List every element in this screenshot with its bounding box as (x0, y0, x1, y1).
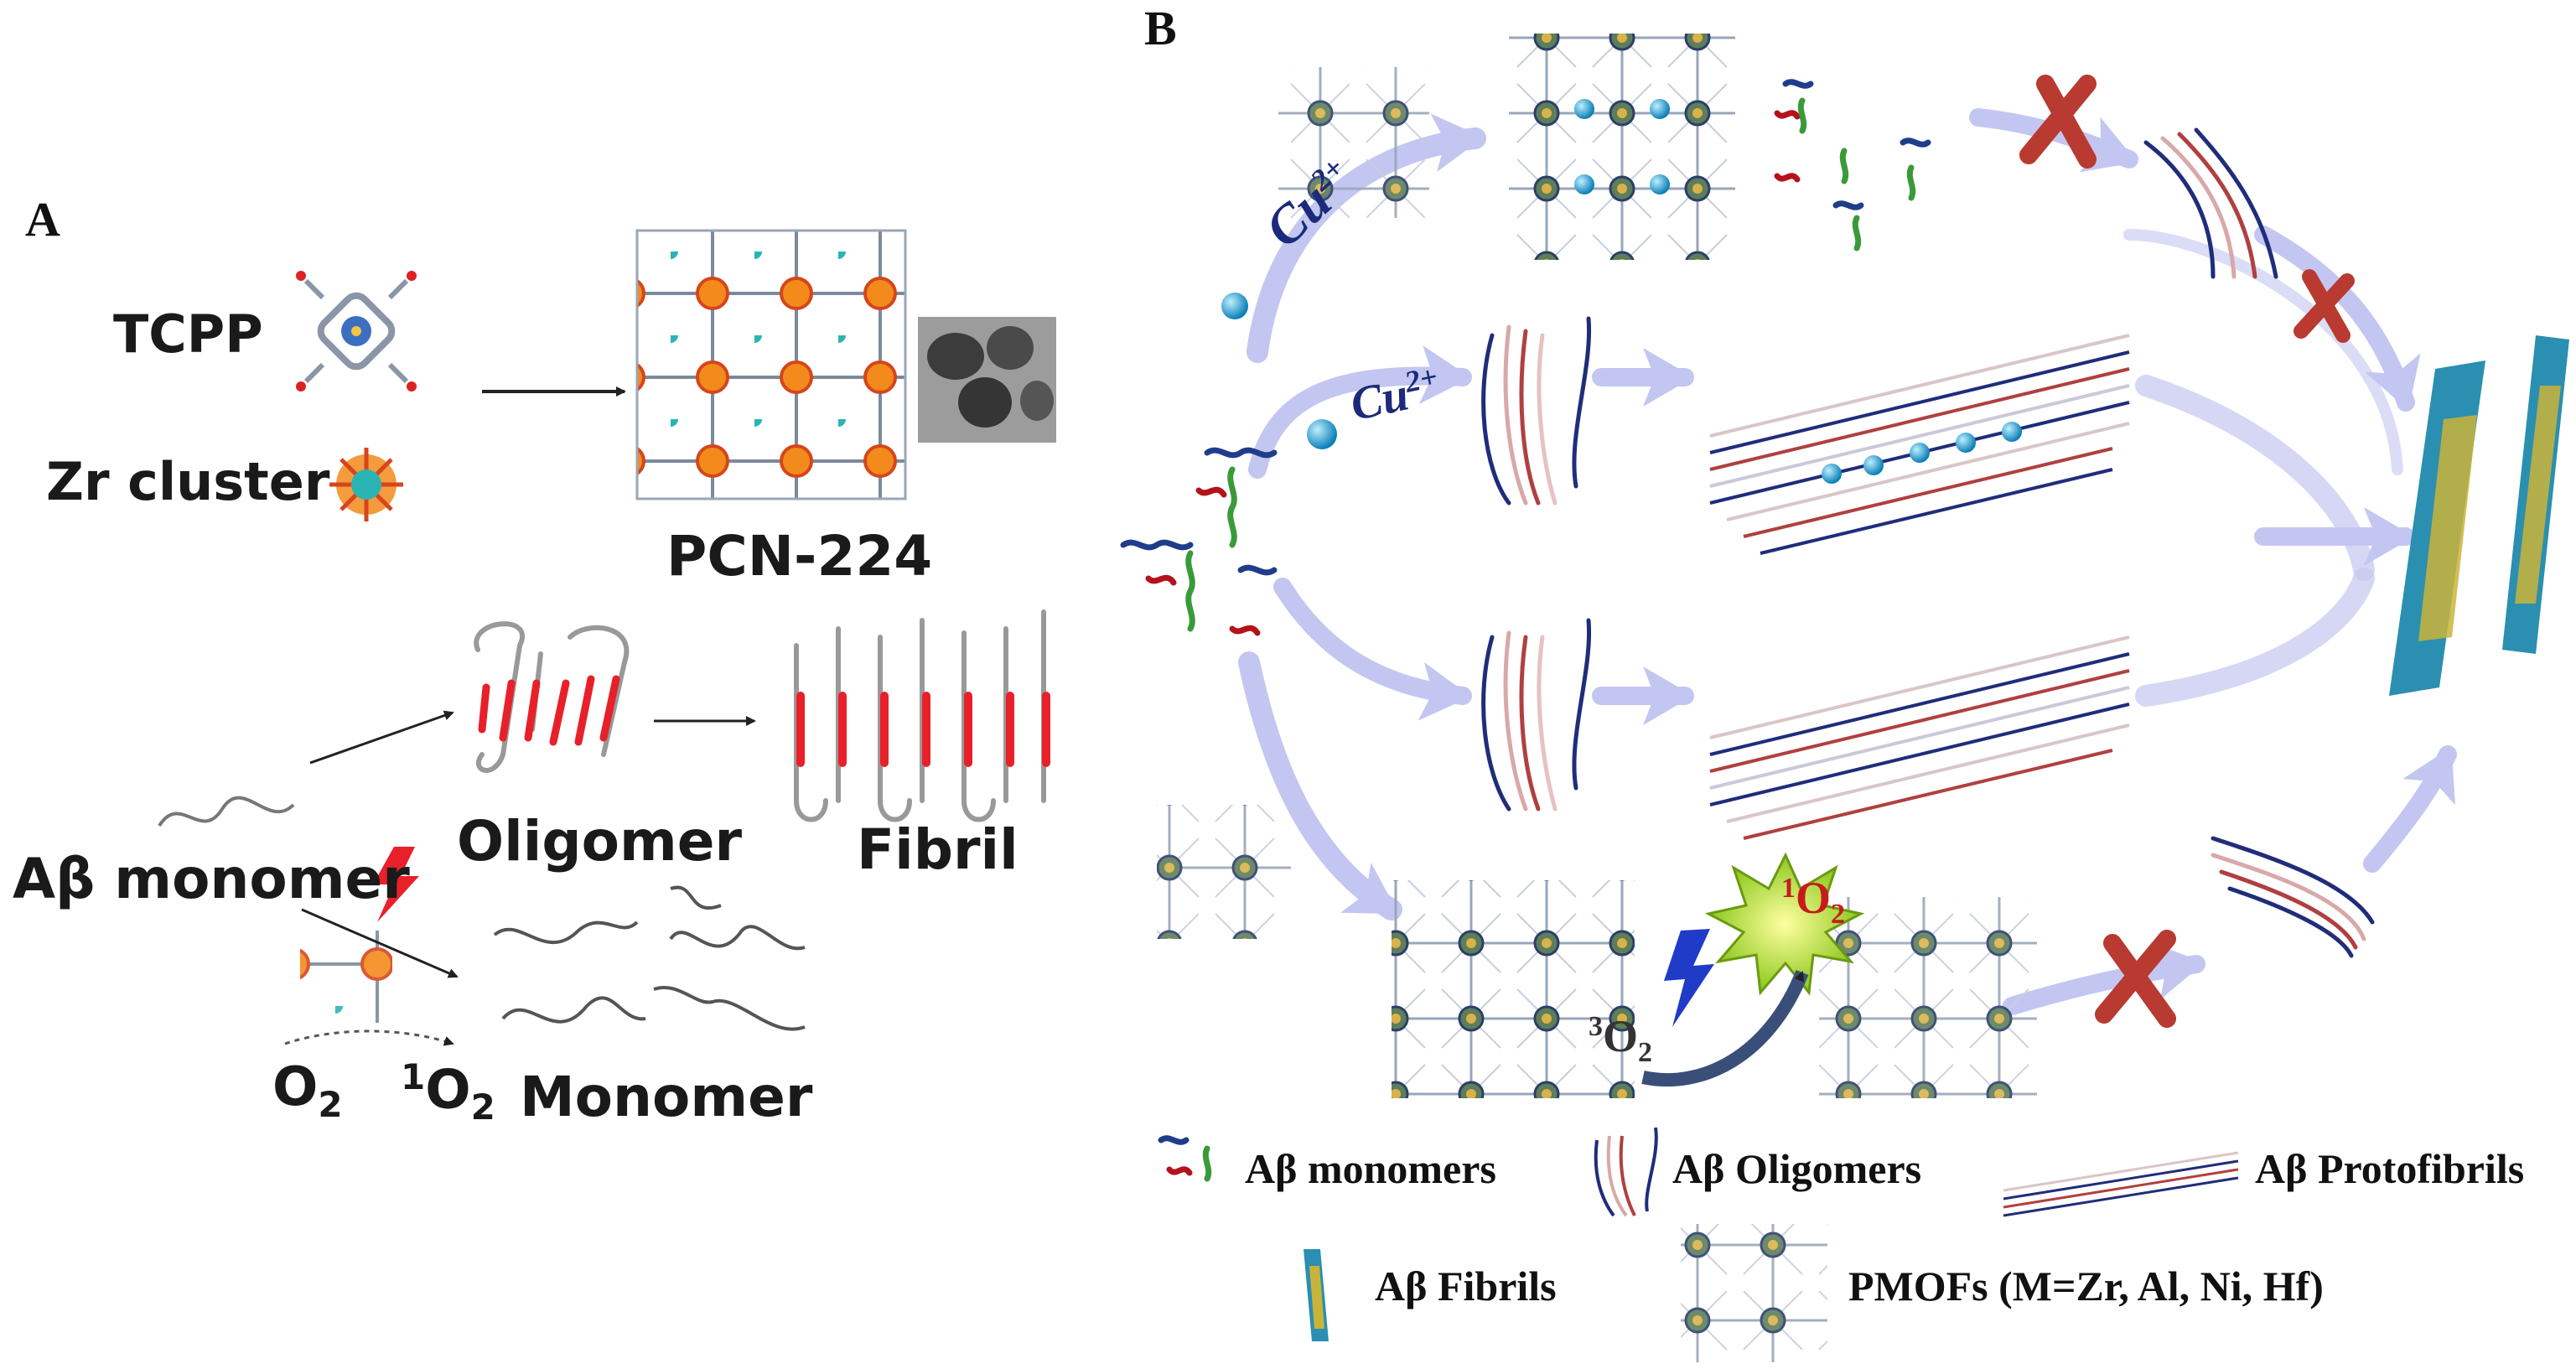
legend-oligomer-icon (1594, 1127, 1658, 1217)
monomer-squiggle (158, 796, 295, 827)
protofibril-mid (1709, 334, 2130, 555)
abeta-monomer-label: Aβ monomer (13, 847, 410, 911)
legend-fibrils-label: Aβ Fibrils (1375, 1263, 1557, 1309)
oxygen-conversion-arrow (1641, 970, 1809, 1087)
singlet-o2-label: 1O2 (401, 1056, 495, 1128)
legend-protofibrils-label: Aβ Protofibrils (2255, 1145, 2525, 1192)
legend-monomers-label: Aβ monomers (1245, 1145, 1496, 1192)
o2-conversion-arrow (284, 1029, 454, 1046)
lightning-icon (373, 847, 419, 922)
legend-protofibril-icon (2003, 1151, 2239, 1217)
oligomer-top-right (2143, 127, 2278, 279)
block-cross-1 (2019, 75, 2097, 169)
zr-cluster-label: Zr cluster (46, 451, 330, 512)
triplet-o2-label: 3O2 (1589, 1011, 1653, 1068)
oligomer-structure (474, 621, 630, 773)
light-irradiation-icon (1664, 929, 1714, 1027)
oligomer-bottom-right (2211, 836, 2375, 958)
small-pcn-icon (300, 931, 392, 1023)
to-oligomer-arrow (309, 710, 454, 765)
cu-ion-mid (1307, 419, 1337, 449)
pmof-bottom-2 (1819, 897, 2037, 1098)
legend-pmofs-label: PMOFs (M=Zr, Al, Ni, Hf) (1848, 1263, 2324, 1309)
fibril-left (2389, 360, 2485, 696)
oligomer-mid (1481, 316, 1592, 506)
tcpp-label: TCPP (113, 303, 263, 365)
fibril-structure (794, 609, 1050, 822)
oligomer-lower (1481, 618, 1592, 812)
protofibril-lower (1709, 635, 2130, 840)
cu-ion-top (1221, 293, 1248, 319)
panel-a-letter: A (25, 192, 60, 246)
pmof-left-small (1157, 805, 1291, 939)
panel-b-graphics (1120, 34, 2569, 1098)
pmof-top-left (1278, 67, 1429, 218)
monomers-group (493, 885, 806, 1031)
legend-graphics (1158, 1127, 2239, 1362)
panel-b-letter: B (1144, 1, 1177, 55)
pmof-bottom-1 (1392, 880, 1635, 1098)
fibril-label: Fibril (857, 817, 1018, 882)
legend-monomer-icon (1158, 1135, 1212, 1182)
pathway-arrows (1238, 108, 2457, 1015)
pcn-224-framework (635, 229, 907, 500)
cu-ions-protofibril (1822, 422, 2022, 484)
block-cross-3 (2095, 930, 2176, 1028)
legend-fibril-icon (1304, 1249, 1329, 1341)
tem-image (918, 317, 1056, 443)
pmof-cu-loaded (1509, 34, 1735, 260)
inhibition-arrow (301, 908, 459, 978)
legend-oligomers-label: Aβ Oligomers (1672, 1145, 1922, 1192)
singlet-oxygen-burst (1704, 852, 1865, 996)
block-cross-2 (2294, 269, 2355, 343)
monomers-cluster (1120, 79, 1931, 636)
pcn-224-label: PCN-224 (666, 524, 933, 589)
tcpp-molecule-icon (296, 271, 417, 392)
fibril-right (2502, 335, 2569, 654)
oligomer-label: Oligomer (457, 809, 743, 874)
cu-ions-in-mof (1574, 99, 1670, 194)
zr-cluster-icon (329, 448, 403, 521)
panel-a-graphics (158, 229, 1056, 1046)
legend-pmof-icon (1681, 1224, 1827, 1362)
o2-label: O2 (272, 1056, 343, 1125)
monomer-label: Monomer (520, 1065, 813, 1129)
singlet-o2-burst-label: 1O2 (1781, 873, 1846, 930)
